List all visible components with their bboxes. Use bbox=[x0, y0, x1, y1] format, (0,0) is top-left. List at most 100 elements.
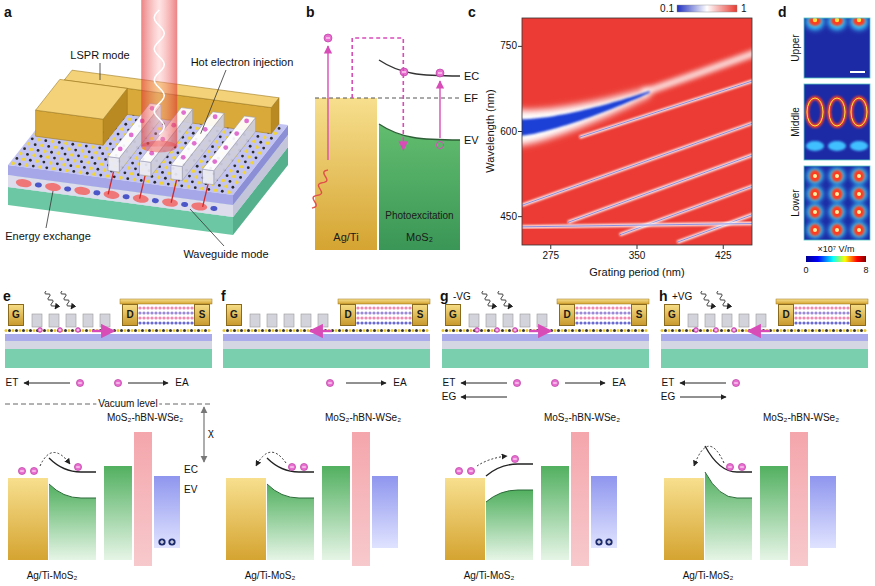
figure-shape bbox=[146, 321, 149, 324]
figure-shape bbox=[141, 329, 144, 332]
figure-shape bbox=[83, 166, 86, 169]
figure-shape bbox=[459, 329, 462, 332]
figure-shape bbox=[207, 150, 211, 154]
figure-group bbox=[804, 18, 870, 78]
figure-shape bbox=[77, 330, 79, 331]
callout-label: Hot electron injection bbox=[191, 56, 294, 69]
figure-shape bbox=[477, 456, 507, 466]
figure-shape bbox=[190, 329, 193, 332]
figure-shape bbox=[834, 306, 837, 309]
figure-shape bbox=[579, 306, 582, 309]
figure-shape bbox=[224, 185, 228, 189]
leader-line bbox=[46, 191, 53, 228]
figure-shape bbox=[850, 329, 853, 332]
figure-shape bbox=[148, 329, 151, 332]
figure-shape bbox=[857, 174, 861, 178]
figure-shape bbox=[797, 329, 800, 332]
figure-shape bbox=[620, 184, 752, 235]
figure-shape bbox=[124, 329, 127, 332]
schottky-band-diagram bbox=[312, 34, 460, 250]
figure-shape bbox=[463, 329, 466, 332]
figure-shape bbox=[226, 329, 229, 332]
figure-shape bbox=[85, 329, 88, 332]
figure-shape bbox=[15, 329, 18, 332]
figure-shape bbox=[191, 180, 194, 183]
figure-shape bbox=[591, 321, 594, 324]
figure-shape bbox=[854, 188, 865, 200]
figure-shape bbox=[150, 311, 153, 314]
figure-shape bbox=[360, 316, 363, 319]
figure-shape bbox=[445, 478, 485, 560]
tick-label: 350 bbox=[629, 250, 646, 262]
figure-shape bbox=[579, 316, 582, 319]
figure-shape bbox=[722, 314, 732, 327]
figure-shape bbox=[22, 158, 26, 162]
figure-shape bbox=[832, 206, 843, 218]
figure-shape bbox=[813, 174, 817, 178]
panel-letter: b bbox=[306, 4, 315, 20]
figure-shape bbox=[603, 321, 606, 324]
figure-shape bbox=[380, 311, 383, 314]
figure-shape bbox=[37, 138, 41, 142]
node-text: D bbox=[126, 309, 133, 321]
figure-shape bbox=[854, 170, 865, 182]
figure-shape bbox=[178, 311, 181, 314]
figure-shape bbox=[69, 164, 72, 167]
figure-shape bbox=[835, 210, 839, 214]
figure-shape bbox=[19, 329, 22, 332]
figure-shape bbox=[158, 311, 161, 314]
figure-shape bbox=[776, 329, 779, 332]
figure-shape bbox=[244, 119, 249, 124]
figure-shape bbox=[661, 341, 868, 349]
figure-shape bbox=[78, 383, 82, 384]
figure-shape bbox=[200, 187, 204, 191]
hot-electron-path bbox=[352, 38, 403, 150]
figure-shape bbox=[439, 81, 440, 138]
figure-shape bbox=[391, 329, 394, 332]
figure-shape bbox=[327, 46, 328, 160]
junction-label: Ag/Ti-MoS₂ bbox=[245, 570, 296, 582]
figure-shape bbox=[214, 189, 218, 193]
field-arrow bbox=[24, 383, 70, 384]
figure-shape bbox=[49, 314, 59, 327]
energy-exchange-line bbox=[108, 171, 114, 194]
figure-shape bbox=[810, 170, 821, 182]
figure-shape bbox=[32, 154, 36, 158]
figure-shape bbox=[452, 329, 455, 332]
figure-shape bbox=[804, 18, 870, 78]
figure-shape bbox=[835, 174, 839, 178]
figure-shape bbox=[356, 306, 359, 309]
figure-shape bbox=[155, 329, 158, 332]
figure-shape bbox=[587, 316, 590, 319]
panel-letter: e bbox=[3, 288, 11, 304]
figure-shape bbox=[715, 330, 717, 331]
band-level: EV bbox=[464, 134, 479, 147]
figure-shape bbox=[172, 540, 173, 544]
figure-shape bbox=[370, 329, 373, 332]
field-maps bbox=[804, 14, 870, 262]
figure-shape bbox=[94, 162, 97, 165]
waveguide-lobe bbox=[162, 198, 179, 208]
figure-shape bbox=[33, 329, 36, 332]
figure-shape bbox=[226, 174, 229, 177]
figure-shape bbox=[794, 306, 797, 309]
figure-shape bbox=[807, 98, 823, 126]
field-label: ET bbox=[6, 377, 19, 389]
figure-shape bbox=[129, 133, 134, 138]
figure-shape bbox=[273, 132, 277, 136]
figure-shape bbox=[366, 329, 369, 332]
figure-shape bbox=[356, 321, 359, 324]
figure-shape bbox=[123, 171, 126, 174]
device-schematic bbox=[661, 291, 869, 397]
figure-shape bbox=[227, 190, 231, 194]
figure-shape bbox=[380, 329, 383, 332]
voltage-label: -VG bbox=[453, 291, 471, 303]
figure-shape bbox=[838, 321, 841, 324]
figure-shape bbox=[22, 329, 25, 332]
figure-shape bbox=[267, 484, 314, 560]
figure-shape bbox=[384, 306, 387, 309]
node-text: D bbox=[782, 309, 789, 321]
figure-shape bbox=[857, 228, 861, 232]
figure-shape bbox=[814, 321, 817, 324]
figure-shape bbox=[806, 316, 809, 319]
